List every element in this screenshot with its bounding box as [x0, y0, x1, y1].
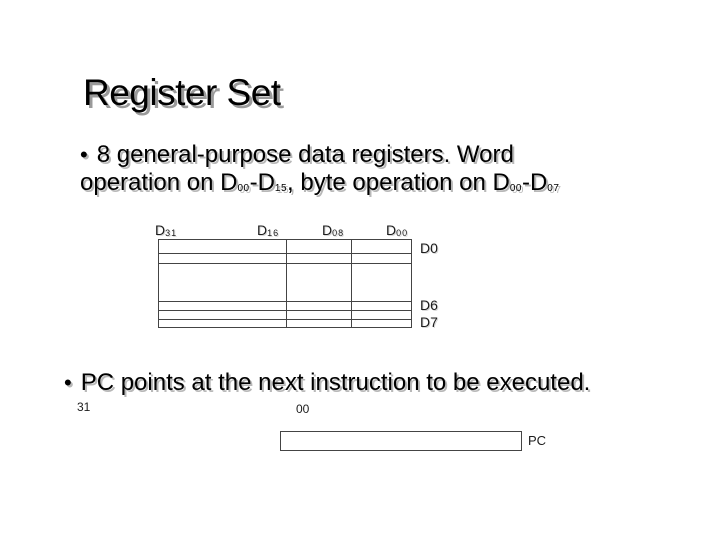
register-label-d7: D7 — [420, 314, 438, 330]
bullet-icon: • — [80, 142, 88, 167]
bit-label-sub: 16 — [267, 228, 280, 238]
text-segment: -D — [521, 169, 548, 196]
table-row-divider — [159, 319, 411, 320]
bit-label-sub: 31 — [165, 228, 178, 238]
subscript: 07 — [547, 183, 560, 194]
text-segment: operation on D — [80, 169, 238, 196]
pc-register-label: PC — [528, 433, 547, 448]
table-row-divider — [159, 310, 411, 311]
slide-title: Register Set — [83, 72, 281, 113]
bit-label-d31: D31 — [155, 222, 177, 238]
bit-label-d08: D08 — [322, 222, 344, 238]
bit-label-main: D — [386, 222, 397, 238]
bit-label-main: D — [257, 222, 268, 238]
bit-label-sub: 08 — [332, 228, 345, 238]
bit-label-sub: 00 — [396, 228, 409, 238]
register-label-d0: D0 — [420, 240, 438, 256]
bit-label-main: D — [155, 222, 166, 238]
table-row-divider — [159, 253, 411, 254]
subscript: 15 — [274, 183, 288, 194]
bullet-registers-line2: operation on D00-D15, byte operation on … — [80, 169, 559, 202]
text-segment: , byte operation on D — [287, 169, 510, 196]
bullet-registers-line1: • 8 general-purpose data registers. Word — [80, 141, 559, 169]
bit-label-d16: D16 — [257, 222, 279, 238]
pc-bit-label-00: 00 — [296, 402, 310, 416]
bit-label-main: D — [322, 222, 333, 238]
table-row-divider — [159, 263, 411, 264]
table-column-divider — [286, 240, 287, 327]
pc-register-box — [280, 431, 522, 451]
table-row-divider — [159, 301, 411, 302]
bullet-registers: •8 general-purpose data registers. Word … — [80, 141, 559, 202]
register-label-d6: D6 — [420, 297, 438, 313]
table-column-divider — [351, 240, 352, 327]
text-segment: -D — [249, 169, 275, 196]
bullet-pc: • PC points at the next instruction to be… — [64, 369, 590, 397]
bullet-registers-line1-text: 8 general-purpose data registers. Word — [96, 141, 514, 168]
bullet-icon: • — [64, 370, 72, 395]
register-table — [158, 239, 412, 328]
subscript: 00 — [509, 183, 522, 194]
bullet-pc-text: PC points at the next instruction to be … — [80, 369, 591, 396]
pc-bit-label-31: 31 — [77, 400, 91, 414]
subscript: 00 — [237, 183, 250, 194]
bit-label-d00: D00 — [386, 222, 408, 238]
